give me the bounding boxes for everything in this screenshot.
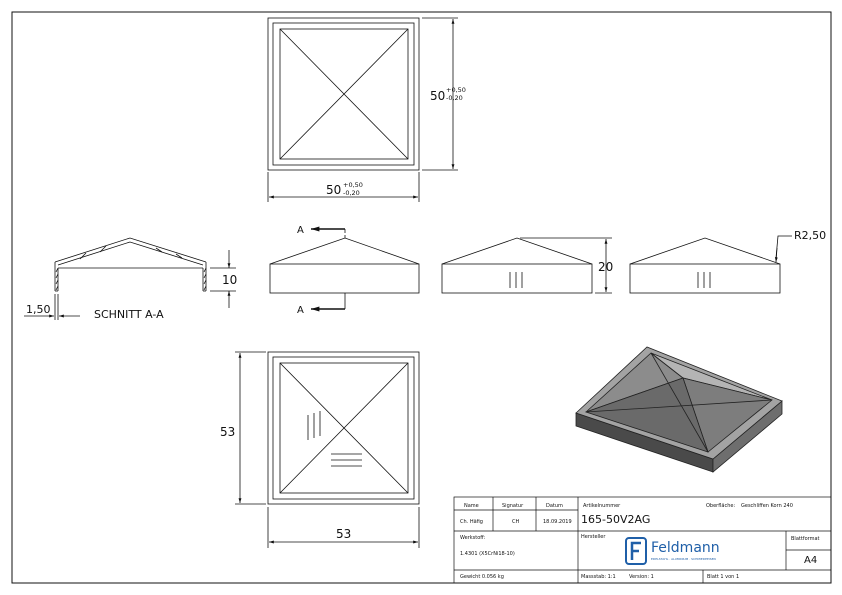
version: Version: 1 <box>629 574 654 580</box>
section-label: SCHNITT A-A <box>94 308 164 321</box>
top-view-height-value: 50 <box>430 89 445 103</box>
radius-label: R2,50 <box>794 229 826 242</box>
top-view-height-tol-minus: -0,20 <box>446 94 463 102</box>
material-label: Werkstoff: <box>460 535 486 541</box>
article-number: 165-50V2AG <box>581 513 651 526</box>
side-height-value: 20 <box>598 260 613 274</box>
signature-header: Signatur <box>502 503 524 509</box>
top-view-width-tol-minus: -0,20 <box>343 189 360 197</box>
sheet-number: Blatt 1 von 1 <box>707 574 740 580</box>
sheet-border <box>11 11 832 584</box>
top-view <box>267 17 458 202</box>
drawing-date: 18.09.2019 <box>543 519 572 525</box>
article-header: Artikelnummer <box>583 503 621 509</box>
author-name: Ch. Häfig <box>460 519 483 525</box>
manufacturer-label: Hersteller <box>581 534 606 540</box>
format-value: A4 <box>804 555 818 566</box>
name-header: Name <box>464 503 479 509</box>
scale: Massstab: 1:1 <box>581 574 616 580</box>
top-view-width-tol-plus: +0,50 <box>343 181 363 189</box>
radius-leader-arrow <box>774 247 778 263</box>
surface-value: Geschliffen Korn 240 <box>741 503 793 509</box>
section-wall-value: 1,50 <box>26 303 51 316</box>
isometric-view <box>575 346 783 473</box>
top-view-width-value: 50 <box>326 183 341 197</box>
material-value: 1.4301 (X5CrNi18-10) <box>460 551 515 557</box>
section-view <box>54 237 236 320</box>
format-label: Blattformat <box>791 536 820 542</box>
radius-view <box>629 235 792 294</box>
top-view-height-tol-plus: +0,50 <box>446 86 466 94</box>
front-view <box>269 229 420 309</box>
surface-label: Oberfläche: <box>706 503 736 509</box>
date-header: Datum <box>546 503 563 509</box>
author-signature: CH <box>512 519 520 525</box>
side-view <box>441 237 612 294</box>
title-block: Name Signatur Datum Artikelnummer Oberfl… <box>454 497 831 583</box>
section-height-value: 10 <box>222 273 237 287</box>
feldmann-logo-icon <box>625 537 647 565</box>
title-block-grid <box>453 496 832 584</box>
weight: Gewicht 0.056 kg <box>460 574 504 580</box>
bottom-view-height-value: 53 <box>220 425 235 439</box>
company-name: Feldmann <box>651 540 720 556</box>
bottom-view-width-value: 53 <box>336 527 351 541</box>
section-marker-top-label: A <box>297 225 304 236</box>
company-tagline: EDELSTAHL · ALUMINIUM · SCHMIEDEEISEN <box>651 557 716 561</box>
section-marker-bottom-label: A <box>297 305 304 316</box>
bottom-view <box>235 351 420 548</box>
